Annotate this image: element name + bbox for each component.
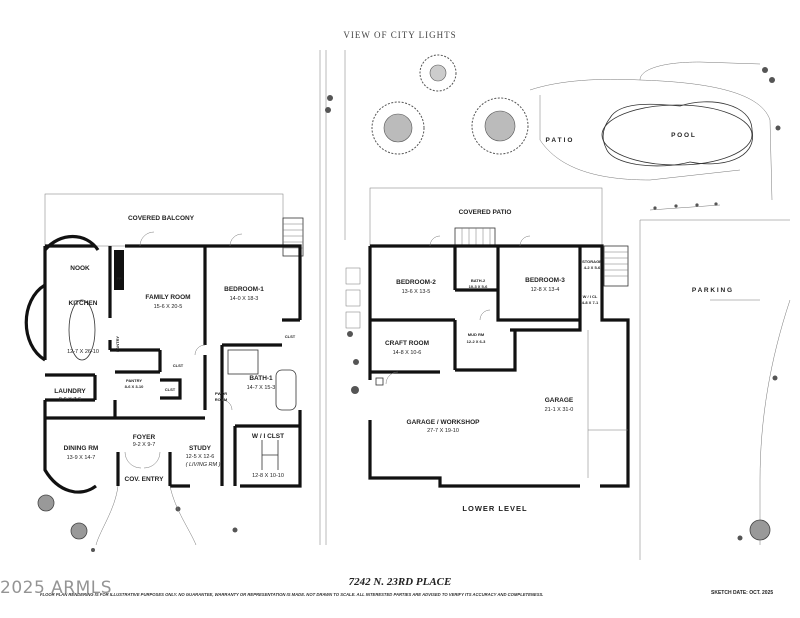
shower [227,349,259,375]
storage-label: STORAGE [582,259,602,264]
mud-rm-dims: 12-2 X 6-3 [467,339,486,344]
study-dims: 12-5 X 12-6 [186,454,215,460]
bath-1-dims: 14-7 X 15-3 [247,385,276,391]
kitchen-dims: 12-7 X 26-10 [67,349,99,355]
family-room-label: FAMILY ROOM [145,294,190,301]
pool-shape [602,101,753,167]
entry-walk [95,485,197,546]
door-swing-icon [124,231,243,469]
kitchen-island [68,299,96,361]
stair-icon [454,227,496,247]
clst-1-label: CLST [285,334,296,339]
tree-icon [371,101,425,155]
bedroom-3-dims: 12-8 X 13-4 [531,287,560,293]
nook-bay [43,235,100,252]
stair-icon [282,217,304,257]
armls-watermark: 2025 ARMLS [0,578,113,598]
lower-outer-wall [368,244,630,488]
pantry-label: PANTRY [126,378,142,383]
garage-dims: 21-1 X 31-0 [545,407,574,413]
foyer-label: FOYER [133,434,156,441]
w-i-clst-label: W / I CLST [252,433,284,440]
lower-level-title: LOWER LEVEL [462,504,528,513]
pavers [345,267,361,329]
dining-rm-label: DINING RM [64,445,99,452]
view-label: VIEW OF CITY LIGHTS [343,30,457,40]
kitchen-bay [24,283,46,362]
garage-label: GARAGE [545,397,574,404]
pwdr-room-line1: PWDR [215,391,227,396]
stair-icon [603,245,629,287]
cov-entry-label: COV. ENTRY [125,476,165,483]
patio-label: PATIO [546,137,575,144]
bathtub [275,369,297,411]
foyer-dims: 9-2 X 9-7 [133,442,156,448]
covered-patio [369,187,603,247]
pwdr-room-line2: ROOM [215,397,228,402]
study-label: STUDY [189,445,212,452]
door-swing-icon [385,235,531,385]
closet-rods [261,440,279,470]
tree-icon [471,97,529,155]
covered-patio-label: COVERED PATIO [459,209,512,216]
garage-workshop-label: GARAGE / WORKSHOP [407,419,481,426]
craft-room-label: CRAFT ROOM [385,340,429,347]
main-outer-wall [43,244,302,494]
laundry-label: LAUNDRY [54,388,86,395]
fireplace [114,250,124,290]
bath-2-dims: 10-3 X 5-6 [469,284,488,289]
planter-icon [649,202,721,211]
pantry-dims: 8-6 X 3-10 [125,384,144,389]
kitchen-label: KITCHEN [69,300,98,307]
bedroom-2-dims: 13-6 X 13-5 [402,289,431,295]
nook-label: NOOK [70,265,90,272]
tree-icon [419,54,457,92]
pantry-small-label: PANTRY [115,336,120,352]
covered-balcony-label: COVERED BALCONY [128,215,195,222]
bath-1-label: BATH-1 [249,375,273,382]
garage-workshop-dims: 27-7 X 19-10 [427,428,459,434]
site-lines [319,50,791,560]
clst-2-label: CLST [173,363,184,368]
lower-interior-walls [370,246,582,374]
bedroom-1-label: BEDROOM-1 [224,286,264,293]
bedroom-3-label: BEDROOM-3 [525,277,565,284]
w-i-clst-dims: 12-8 X 10-10 [252,473,284,479]
interior-walls [45,246,300,486]
storage-dims: 4-2 X 5-6 [584,265,601,270]
sketch-date: SKETCH DATE: OCT. 2025 [711,590,774,596]
laundry-dims: 8-6 X 7-5 [59,397,82,403]
pool-label: P O O L [671,132,695,139]
garage-door-line [587,330,628,478]
bedroom-1-dims: 14-0 X 18-3 [230,296,259,302]
craft-room-dims: 14-8 X 10-6 [393,350,422,356]
lower-wic-dims: 4-8 X 7-1 [582,300,599,305]
family-room-dims: 15-6 X 20-5 [154,304,183,310]
mud-rm-label: MUD RM [468,332,485,337]
bedroom-2-label: BEDROOM-2 [396,279,436,286]
shrub-icon [37,67,781,552]
fireplace-label: FP [116,276,121,281]
dining-rm-dims: 13-9 X 14-7 [67,455,96,461]
property-address: 7242 N. 23RD PLACE [348,576,452,588]
parking-label: P A R K I N G [692,287,732,294]
bath-2-label: BATH-2 [471,278,486,283]
disclaimer-text: FLOOR PLAN RENDERING IS FOR ILLUSTRATIVE… [40,592,544,597]
clst-3-label: CLST [165,387,176,392]
garage-fixture [375,377,384,386]
study-note: ( LIVING RM ) [186,462,221,468]
lower-wic-label: W / I CL [583,294,598,299]
